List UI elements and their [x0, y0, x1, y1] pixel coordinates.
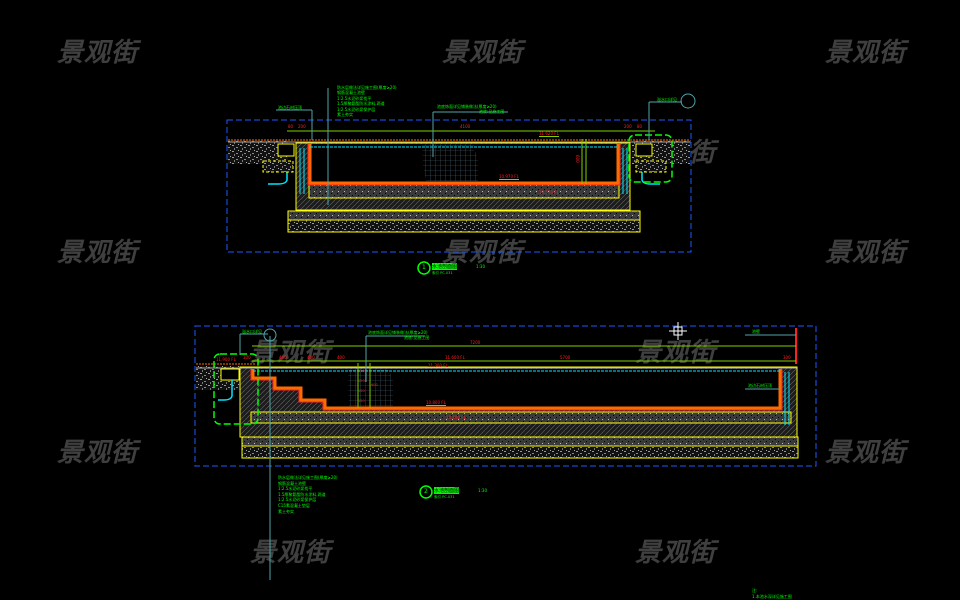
watermark: 景观街 — [57, 438, 139, 468]
s2-notes-bottom: 防水层做法详见施工图(厚度≥20) 钢筋混凝土池壁 1:2.5水泥砂浆找平 1.… — [278, 475, 338, 514]
s2-total-dim: 7200 — [470, 340, 481, 345]
s1-notes-top: 防水层做法详见施工图(厚度≥20) 钢筋混凝土池壁 1:2.5水泥砂浆找平 1.… — [337, 85, 397, 117]
s1-elev-water: 11.620 FL — [539, 131, 559, 137]
s2-step-dims: 150 150 150 150 — [358, 366, 365, 406]
note: 池底饰面详见铺装做法(厚度≥20) — [437, 104, 497, 109]
s2-note-right-mid: 池边石材压顶 — [748, 383, 772, 388]
note: 防水层做法详见施工图(厚度≥20) — [278, 475, 338, 480]
watermark: 景观街 — [57, 238, 139, 268]
dim: 80 — [288, 124, 294, 129]
dim: 400 — [337, 355, 345, 360]
note: C15素混凝土垫层 — [278, 502, 310, 508]
note: 1:2.5水泥砂浆保护层 — [278, 497, 317, 503]
section-2-frame — [194, 325, 817, 467]
note: 1.5厚聚氨酯防水涂料,两道 — [337, 101, 385, 107]
note: 防水层做法详见施工图(厚度≥20) — [337, 85, 397, 90]
note: 钢筋混凝土池壁 — [337, 90, 365, 96]
dim: 300 — [243, 355, 251, 360]
section-number: 1 — [422, 264, 426, 271]
s2-elev: 11.600 FL — [445, 355, 465, 360]
note: 素土夯实 — [337, 112, 353, 118]
dim: 150 — [358, 389, 365, 393]
s2-note-right-top: 池壁 — [752, 329, 760, 334]
s2-elev: 10.800 FL — [426, 400, 446, 406]
note: 1:2.5水泥砂浆保护层 — [337, 106, 376, 112]
s2-note-mid: 池底饰面详见铺装做法(厚度≥20) 池底:见施工图 — [368, 330, 429, 340]
note-line: 1.本池水深详见施工图 — [752, 594, 792, 599]
note: 池底饰面详见铺装做法(厚度≥20) — [368, 330, 428, 335]
section-scale: 1:30 — [478, 488, 487, 493]
note: 钢筋混凝土池壁 — [278, 480, 306, 486]
note: 素土夯实 — [278, 508, 294, 514]
s1-note-mid: 池底饰面详见铺装做法(厚度≥20) 池底:见施工图 — [437, 104, 504, 114]
dim: 400 — [307, 355, 315, 360]
section-ref: 索引 PC-031 — [432, 271, 453, 275]
s2-note-left: 溢水口详见 — [242, 329, 262, 334]
dim: 150 — [358, 369, 365, 373]
dim: 150 — [358, 379, 365, 383]
watermark: 景观街 — [635, 338, 717, 368]
cad-crosshair-cursor — [669, 322, 687, 340]
note: 池底:见施工图 — [404, 335, 430, 340]
note: 池底:见施工图 — [479, 109, 505, 114]
dim: 200 — [298, 124, 306, 129]
s1-elev-slab: 10.570 FL — [539, 190, 559, 195]
s1-depth-dims: 600 — [575, 155, 580, 163]
dim: 150 — [358, 399, 365, 403]
s2-elev: 11.900 FL — [216, 357, 236, 362]
section-number: 2 — [424, 488, 428, 495]
dim: 200 — [624, 124, 632, 129]
s1-elev-bottom: 10.970 FL — [499, 174, 519, 180]
section-1-frame — [226, 119, 692, 253]
dim: 80 — [637, 124, 643, 129]
s1-note-left: 池边石材压顶 — [278, 105, 302, 110]
section-ref: 索引 PC-031 — [434, 495, 455, 499]
footer-note: 注: 1.本池水深详见施工图 — [752, 588, 792, 600]
dim: 5700 — [560, 355, 571, 360]
note: 1.5厚聚氨酯防水涂料,两道 — [278, 491, 326, 497]
section-2 — [194, 322, 817, 580]
dim: 400 — [279, 355, 287, 360]
note-heading: 注: — [752, 588, 758, 593]
watermark: 景观街 — [442, 38, 524, 68]
watermark: 景观街 — [250, 538, 332, 568]
section-title: 水池剖面图 — [432, 263, 458, 270]
watermark: 景观街 — [635, 538, 717, 568]
section-title: 水池剖面图 — [434, 487, 460, 494]
section-1 — [226, 88, 696, 275]
watermark: 景观街 — [57, 38, 139, 68]
note: 1:2.5水泥砂浆找平 — [278, 486, 313, 492]
dim: 4100 — [460, 124, 471, 129]
dim: 300 — [783, 355, 791, 360]
watermark: 景观街 — [825, 38, 907, 68]
watermark: 景观街 — [825, 438, 907, 468]
dim: 600 — [575, 155, 580, 163]
section-scale: 1:30 — [476, 264, 485, 269]
note: 1:2.5水泥砂浆找平 — [337, 95, 372, 101]
s2-elev: 11.300 FL — [428, 363, 448, 368]
s2-elev: 10.400 FL — [446, 415, 466, 420]
s2-depth-dim: 600 — [371, 383, 378, 387]
s1-note-right: 溢水口详见 — [657, 97, 677, 102]
watermark: 景观街 — [825, 238, 907, 268]
watermark: 景观街 — [250, 338, 332, 368]
